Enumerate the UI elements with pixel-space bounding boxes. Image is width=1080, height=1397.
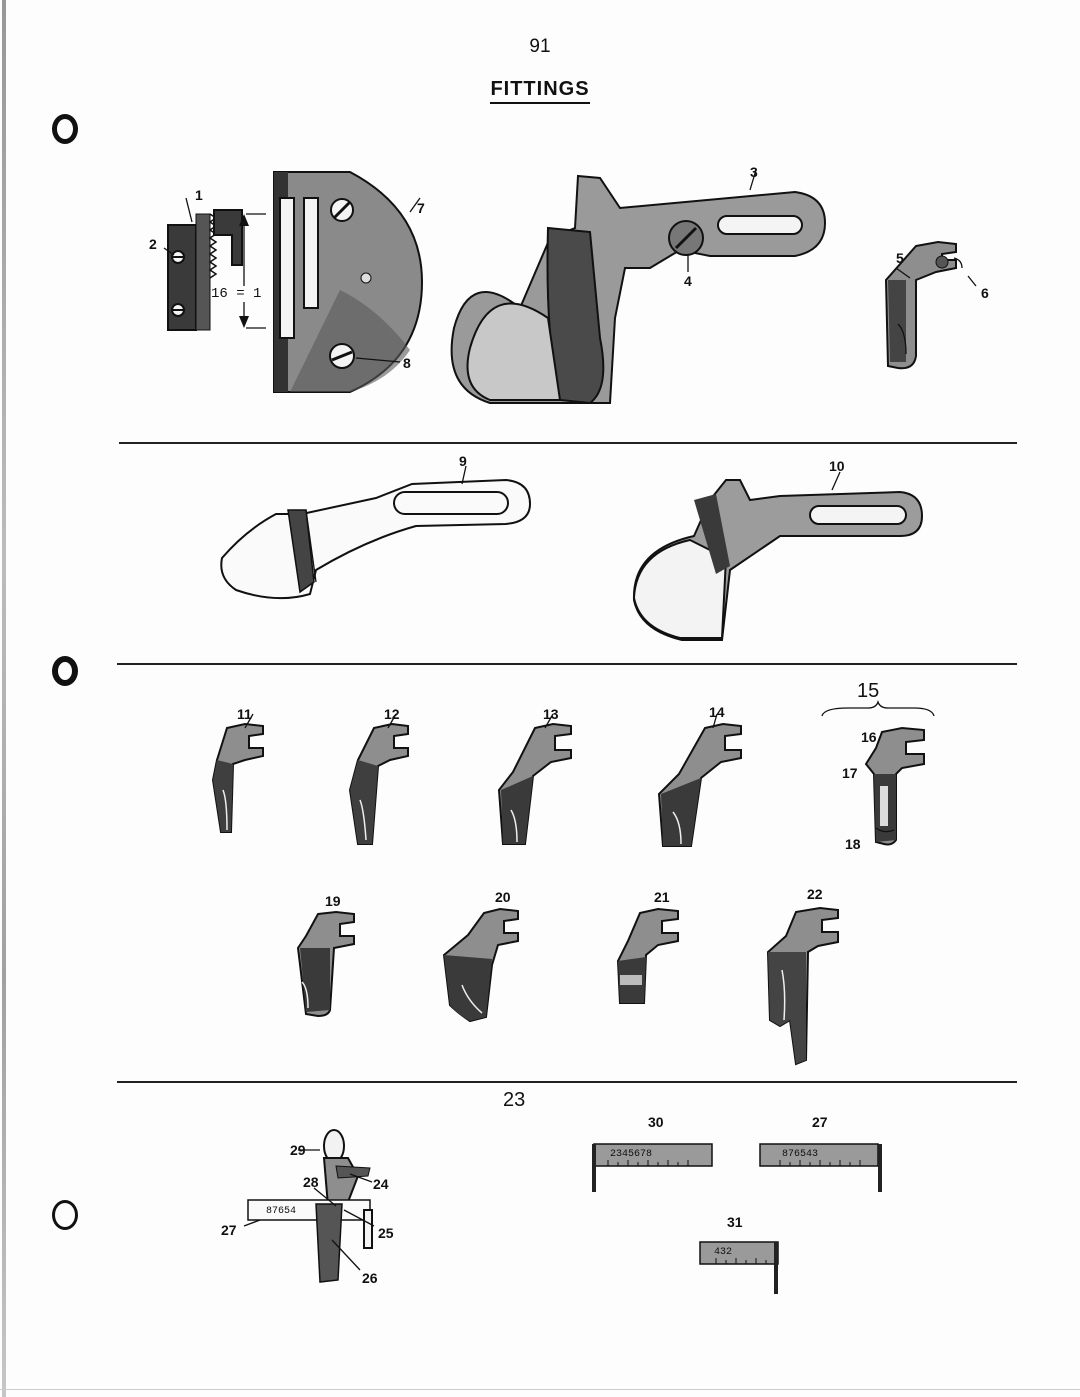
label-22: 22 [807, 886, 823, 902]
label-9: 9 [459, 453, 467, 469]
label-5: 5 [896, 250, 904, 266]
label-3: 3 [750, 164, 758, 180]
section-divider-1 [119, 442, 1017, 444]
label-27-gauge: 27 [221, 1222, 237, 1238]
label-1: 1 [195, 187, 203, 203]
label-23: 23 [503, 1089, 526, 1111]
label-18: 18 [845, 836, 861, 852]
binder-edge [2, 0, 6, 1397]
gauge-31-scale: 432 [714, 1247, 732, 1258]
presser-foot-22-illustration [766, 906, 839, 1066]
label-17: 17 [842, 765, 858, 781]
gauge-30-scale: 2345678 [610, 1149, 652, 1160]
scan-bottom-edge [0, 1389, 1080, 1390]
label-24: 24 [373, 1176, 389, 1192]
gauge-30-illustration: 2345678 [592, 1143, 713, 1192]
presser-foot-19-illustration [296, 910, 355, 1018]
gauge-27-scale: 876543 [782, 1149, 818, 1160]
gauge-31-illustration: 432 [699, 1241, 779, 1294]
presser-foot-14-illustration [657, 713, 742, 847]
label-7: 7 [417, 200, 425, 216]
presser-foot-11-illustration [211, 713, 264, 833]
section-divider-3 [117, 1081, 1017, 1083]
label-31: 31 [727, 1214, 743, 1230]
label-25: 25 [378, 1225, 394, 1241]
punch-hole-middle [52, 656, 78, 686]
page-number: 91 [529, 36, 551, 57]
label-20: 20 [495, 889, 511, 905]
label-28: 28 [303, 1174, 319, 1190]
dimension-arrow [239, 214, 249, 328]
label-4: 4 [684, 273, 692, 289]
seam-gauge-assembly-illustration: 87654 [243, 1129, 375, 1283]
presser-foot-21-illustration [616, 907, 679, 1004]
label-13: 13 [543, 706, 559, 722]
gauge-23-scale: 87654 [266, 1206, 296, 1217]
gauge-27-illustration: 876543 [759, 1143, 882, 1192]
presser-foot-20-illustration [442, 907, 519, 1023]
narrow-hemmer-illustration [220, 465, 532, 600]
label-16: 16 [861, 729, 877, 745]
label-26: 26 [362, 1270, 378, 1286]
punch-hole-top [52, 114, 78, 144]
label-27: 27 [812, 1114, 828, 1130]
label-8: 8 [403, 355, 411, 371]
feed-dog-illustration [163, 197, 266, 331]
label-19: 19 [325, 893, 341, 909]
dimension-label: 16 = 1 [211, 286, 262, 302]
adjustable-hemmer-illustration [450, 169, 827, 405]
presser-foot-12-illustration [348, 713, 409, 845]
label-6: 6 [981, 285, 989, 301]
label-14: 14 [709, 704, 725, 720]
label-10: 10 [829, 458, 845, 474]
label-12: 12 [384, 706, 400, 722]
label-30: 30 [648, 1114, 664, 1130]
presser-foot-15-illustration [864, 726, 925, 846]
bracket-15 [821, 699, 935, 717]
needle-plate-illustration [273, 171, 424, 393]
wide-hemmer-illustration [632, 471, 924, 641]
label-15: 15 [857, 680, 880, 702]
label-2: 2 [149, 236, 157, 252]
page-title: FITTINGS [0, 78, 1080, 104]
section-divider-2 [117, 663, 1017, 665]
label-11: 11 [237, 706, 252, 722]
presser-foot-5-illustration [884, 240, 977, 370]
presser-foot-13-illustration [497, 713, 572, 845]
label-21: 21 [654, 889, 670, 905]
label-29: 29 [290, 1142, 306, 1158]
punch-hole-bottom [52, 1200, 78, 1230]
